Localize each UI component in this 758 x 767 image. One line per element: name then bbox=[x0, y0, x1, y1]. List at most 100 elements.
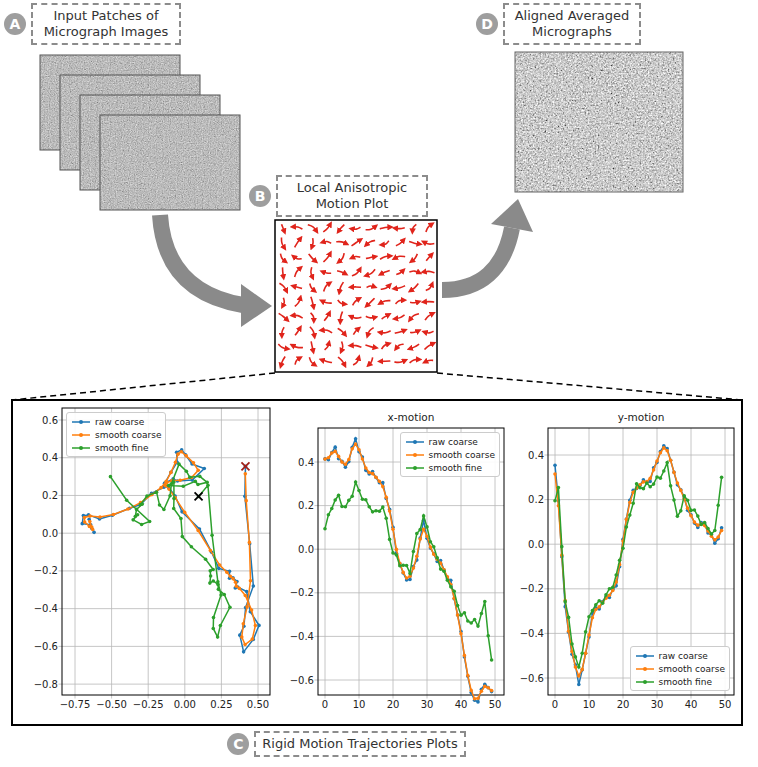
series-marker bbox=[580, 652, 584, 656]
grid-line bbox=[315, 636, 505, 637]
series-marker bbox=[469, 689, 473, 693]
series-marker bbox=[463, 611, 467, 615]
series-marker bbox=[584, 651, 588, 655]
averaged-micrograph bbox=[515, 52, 683, 192]
series-marker bbox=[217, 588, 221, 592]
series-marker bbox=[560, 545, 564, 549]
motion-vector bbox=[310, 283, 315, 291]
micrograph bbox=[100, 115, 240, 210]
motion-vector bbox=[311, 313, 314, 321]
series-marker bbox=[184, 454, 188, 458]
series-marker bbox=[235, 584, 239, 588]
tick-label: 20 bbox=[387, 699, 400, 710]
motion-vector bbox=[367, 298, 375, 305]
grid-line bbox=[393, 428, 394, 699]
motion-vector bbox=[424, 271, 435, 272]
series-marker bbox=[242, 622, 246, 626]
tick-label: −0.8 bbox=[34, 679, 58, 690]
series-marker bbox=[574, 665, 578, 669]
series-marker bbox=[672, 470, 676, 474]
series-marker bbox=[354, 437, 358, 441]
grid-line bbox=[545, 633, 735, 634]
legend-sample bbox=[635, 652, 655, 660]
start-marker bbox=[195, 492, 203, 500]
series-marker bbox=[83, 520, 87, 524]
flow-arrow-head bbox=[241, 284, 272, 327]
node-text: C bbox=[227, 733, 249, 755]
series-marker bbox=[577, 683, 581, 687]
motion-vector bbox=[368, 328, 374, 336]
tick-label: −0.25 bbox=[133, 699, 164, 710]
legend-sample bbox=[405, 451, 425, 459]
series-marker bbox=[251, 638, 255, 642]
legend-sample bbox=[71, 444, 91, 452]
series-marker bbox=[90, 525, 94, 529]
series-marker bbox=[642, 487, 646, 491]
motion-vector bbox=[425, 360, 433, 362]
series-marker bbox=[340, 460, 344, 464]
series-marker bbox=[176, 452, 180, 456]
series-marker bbox=[347, 458, 351, 462]
tick-label: 0 bbox=[552, 699, 558, 710]
plot-legend: raw coarsesmooth coarsesmooth fine bbox=[66, 412, 166, 457]
data-series bbox=[553, 446, 723, 678]
series-marker bbox=[162, 508, 166, 512]
series-marker bbox=[391, 528, 395, 532]
motion-vector bbox=[396, 344, 404, 348]
series-marker bbox=[378, 510, 382, 514]
series-marker bbox=[689, 509, 693, 513]
series-marker bbox=[243, 643, 247, 647]
series-marker bbox=[466, 674, 470, 678]
tick-label: −0.2 bbox=[34, 565, 58, 576]
motion-vector bbox=[322, 360, 332, 363]
series-marker bbox=[652, 468, 656, 472]
series-marker bbox=[250, 608, 254, 612]
motion-vector bbox=[322, 241, 331, 243]
motion-vector bbox=[380, 360, 390, 362]
series-marker bbox=[245, 590, 249, 594]
series-marker bbox=[676, 514, 680, 518]
series-marker bbox=[198, 475, 202, 479]
series-marker bbox=[580, 668, 584, 672]
series-marker bbox=[242, 650, 246, 654]
series-marker bbox=[659, 476, 663, 480]
series-marker bbox=[384, 495, 388, 499]
grid-line bbox=[315, 592, 505, 593]
motion-vector bbox=[366, 257, 375, 259]
plot-legend: raw coarsesmooth coarsesmooth fine bbox=[630, 646, 730, 691]
series-marker bbox=[196, 529, 200, 533]
motion-vector bbox=[366, 241, 375, 246]
motion-vector bbox=[412, 224, 416, 231]
series-marker bbox=[210, 533, 214, 537]
series-marker bbox=[665, 461, 669, 465]
motion-vector bbox=[294, 257, 302, 259]
motion-vector bbox=[410, 302, 419, 303]
step-title-box: Aligned Averaged Micrographs bbox=[503, 3, 641, 46]
series-marker bbox=[716, 503, 720, 507]
legend-marker bbox=[413, 466, 417, 470]
motion-vector bbox=[380, 227, 391, 229]
motion-vector bbox=[338, 357, 345, 365]
series-marker bbox=[131, 518, 135, 522]
series-marker bbox=[83, 516, 87, 520]
series-marker bbox=[177, 462, 181, 466]
tick-label: 0.4 bbox=[42, 452, 58, 463]
series-marker bbox=[429, 540, 433, 544]
motion-vector bbox=[292, 345, 303, 347]
motion-vector bbox=[295, 328, 300, 336]
series-marker bbox=[638, 486, 642, 490]
series-marker bbox=[456, 613, 460, 617]
series-marker bbox=[587, 633, 591, 637]
legend-sample bbox=[71, 418, 91, 426]
motion-vector bbox=[352, 269, 360, 276]
legend-entry: smooth fine bbox=[71, 441, 161, 454]
series-marker bbox=[337, 493, 341, 497]
motion-vector bbox=[380, 256, 390, 259]
grid-line bbox=[545, 588, 735, 589]
series-marker bbox=[371, 472, 375, 476]
motion-vector bbox=[312, 238, 313, 247]
motion-vector bbox=[395, 227, 405, 229]
data-series bbox=[323, 442, 493, 700]
series-marker bbox=[679, 509, 683, 513]
motion-vector bbox=[353, 299, 360, 306]
